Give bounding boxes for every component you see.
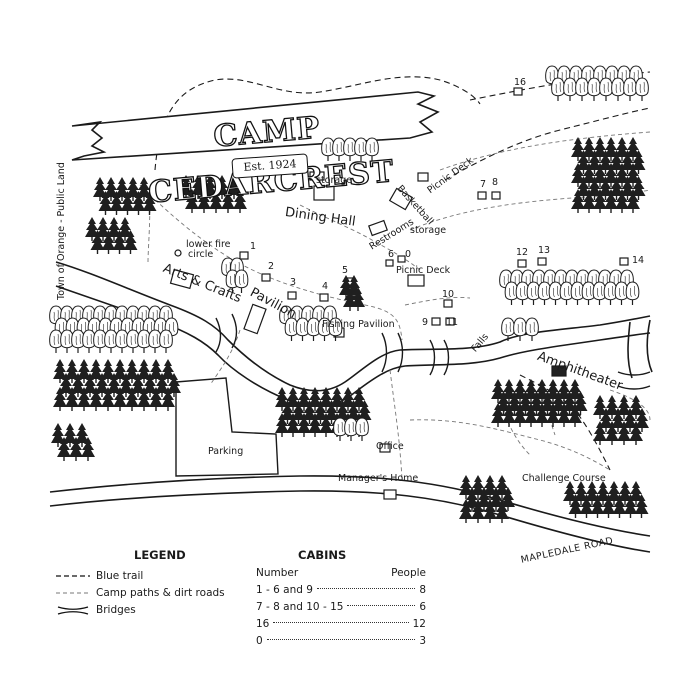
cabin-number: 7 bbox=[480, 179, 487, 190]
deciduous-tree-icon bbox=[575, 77, 589, 102]
deciduous-tree-icon bbox=[563, 77, 577, 102]
cabin-people: 6 bbox=[419, 600, 426, 613]
label-fishing-pavilion: Fishing Pavilion bbox=[322, 319, 395, 330]
cabin-number: 12 bbox=[516, 247, 529, 258]
deciduous-tree-icon bbox=[355, 417, 369, 442]
title-banner bbox=[71, 91, 440, 161]
deciduous-tree-icon bbox=[635, 77, 649, 102]
cabin-number: 0 bbox=[405, 249, 412, 260]
storage-building bbox=[309, 171, 325, 181]
managers-home bbox=[383, 489, 397, 500]
label-challenge-course: Challenge Course bbox=[522, 473, 606, 484]
legend-item-camp-paths: Camp paths & dirt roads bbox=[56, 584, 256, 601]
deciduous-tree-icon bbox=[623, 77, 637, 102]
cabins-title: CABINS bbox=[298, 548, 347, 562]
bridges bbox=[215, 313, 651, 390]
legend-title: LEGEND bbox=[134, 548, 186, 562]
bridge-icon bbox=[57, 605, 89, 615]
cabin-number: 1 bbox=[250, 241, 257, 252]
col-people: People bbox=[391, 566, 426, 579]
parking-lot bbox=[175, 377, 279, 477]
dashed-light-line-icon bbox=[56, 592, 90, 593]
mapledale-road bbox=[49, 475, 651, 553]
deciduous-tree-icon bbox=[611, 77, 625, 102]
cabin-number: 11 bbox=[446, 317, 459, 328]
col-number: Number bbox=[256, 566, 299, 579]
legend-item-bridges: Bridges bbox=[56, 601, 256, 618]
table-row: 1 - 6 and 9 8 bbox=[256, 581, 426, 598]
cabin-people: 12 bbox=[412, 617, 426, 630]
label-storage-top: storage bbox=[316, 175, 353, 186]
legend-label: Bridges bbox=[96, 603, 136, 616]
table-row: 0 3 bbox=[256, 632, 426, 649]
label-managers-home: Manager's Home bbox=[338, 473, 419, 484]
office-building bbox=[379, 443, 391, 453]
cabin-number: 2 bbox=[268, 261, 275, 272]
dashed-dark-line-icon bbox=[56, 574, 90, 577]
cabin-people: 8 bbox=[419, 583, 426, 596]
basketball-court bbox=[388, 187, 414, 211]
label-town-land: Town of Orange - Public Land bbox=[56, 162, 67, 300]
picnic-deck-lower bbox=[407, 274, 425, 287]
table-row: 16 12 bbox=[256, 615, 426, 632]
pavilion-building bbox=[243, 303, 267, 335]
restroom-building bbox=[368, 219, 388, 237]
legend-label: Camp paths & dirt roads bbox=[96, 586, 225, 599]
cabin-number: 8 bbox=[492, 177, 499, 188]
arts-crafts-building bbox=[169, 268, 195, 290]
table-row: 7 - 8 and 10 - 15 6 bbox=[256, 598, 426, 615]
cabin-number: 4 bbox=[322, 281, 329, 292]
buildings bbox=[169, 87, 629, 500]
camp-paths bbox=[139, 131, 651, 481]
picnic-deck-building bbox=[417, 172, 429, 182]
cabin-range: 1 - 6 and 9 bbox=[256, 583, 313, 596]
deciduous-tree-icon bbox=[525, 317, 539, 342]
label-office: Office bbox=[376, 441, 404, 452]
cabin-number: 5 bbox=[342, 265, 349, 276]
legend: LEGEND Blue trail Camp paths & dirt road… bbox=[56, 548, 256, 618]
cabin-people: 3 bbox=[419, 634, 426, 647]
cabins-table: CABINS Number People 1 - 6 and 9 8 7 - 8… bbox=[256, 548, 426, 649]
cabin-range: 0 bbox=[256, 634, 263, 647]
cabin-number: 14 bbox=[632, 255, 645, 266]
label-picnic-deck: Picnic Deck bbox=[396, 265, 451, 276]
deciduous-tree-icon bbox=[159, 329, 173, 354]
cabin-number: 10 bbox=[442, 289, 455, 300]
deciduous-tree-icon bbox=[551, 77, 565, 102]
label-circle: circle bbox=[188, 249, 214, 260]
deciduous-tree-icon bbox=[513, 317, 527, 342]
label-storage-right: storage bbox=[410, 225, 447, 236]
cabin-number: 6 bbox=[388, 249, 395, 260]
cabin-number: 3 bbox=[290, 277, 297, 288]
label-lower-fire: lower fire bbox=[186, 239, 231, 250]
cabin-range: 7 - 8 and 10 - 15 bbox=[256, 600, 344, 613]
cabin-number: 9 bbox=[422, 317, 429, 328]
cabin-number: 13 bbox=[538, 245, 551, 256]
deciduous-tree-icon bbox=[625, 281, 640, 306]
legend-item-blue-trail: Blue trail bbox=[56, 567, 256, 584]
fire-circle bbox=[174, 249, 182, 257]
deciduous-tree-icon bbox=[599, 77, 613, 102]
deciduous-tree-icon bbox=[587, 77, 601, 102]
label-parking: Parking bbox=[208, 446, 244, 457]
cabin-number: 16 bbox=[514, 77, 527, 88]
legend-label: Blue trail bbox=[96, 569, 144, 582]
cabins-header: Number People bbox=[256, 564, 426, 581]
dining-hall-building bbox=[313, 185, 335, 201]
cabin-range: 16 bbox=[256, 617, 270, 630]
amphitheater-stage bbox=[551, 365, 567, 377]
